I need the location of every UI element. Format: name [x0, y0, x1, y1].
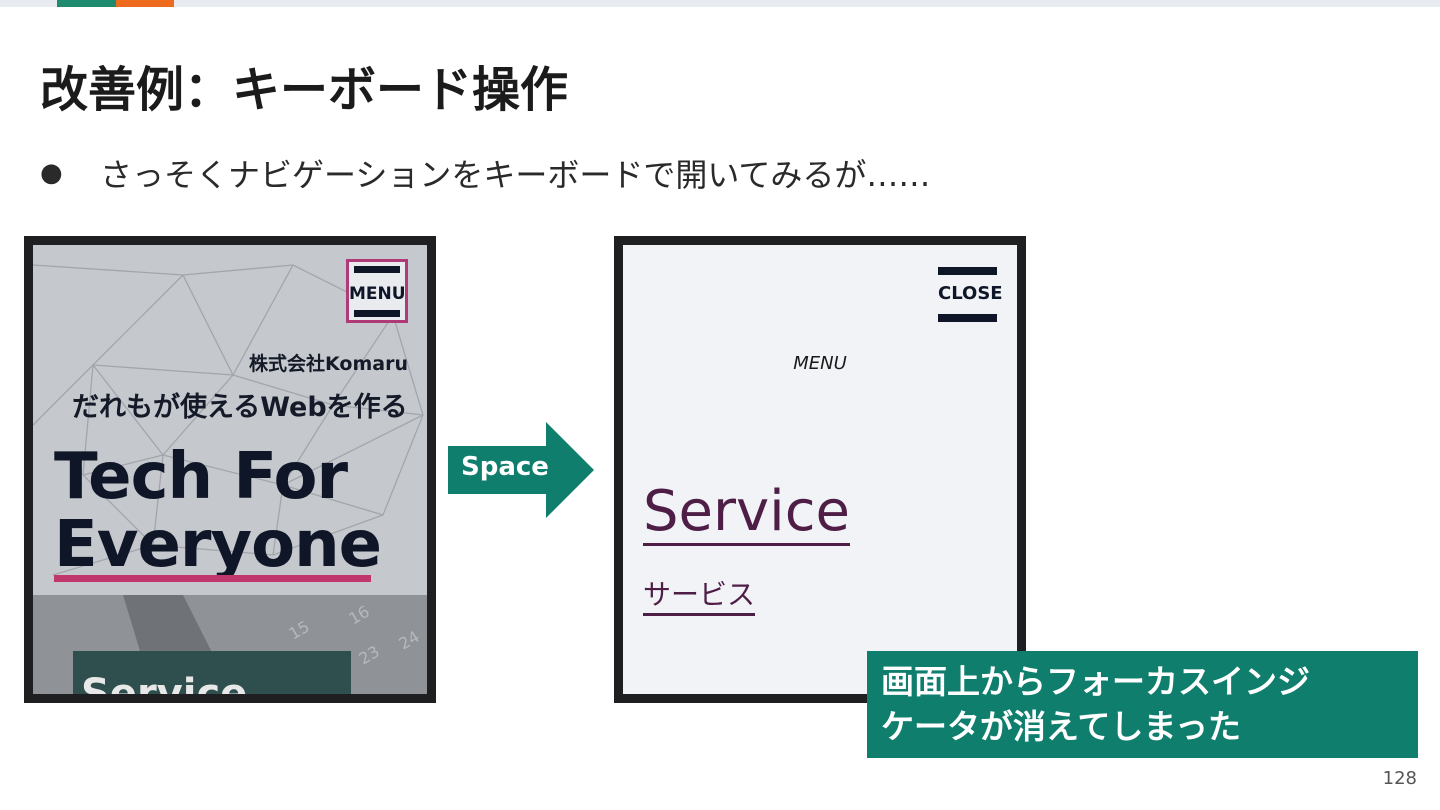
accent-segment-orange [116, 0, 174, 7]
page-number: 128 [1382, 768, 1417, 789]
close-button[interactable]: CLOSE [938, 267, 1003, 325]
geodesic-background-illustration [33, 264, 424, 576]
svg-text:16: 16 [346, 602, 373, 629]
hamburger-icon [354, 310, 400, 317]
hero-line-1: Tech For [54, 440, 348, 514]
hamburger-icon [354, 266, 400, 273]
accent-segment-green [57, 0, 116, 7]
callout-box: 画面上からフォーカスインジ ケータが消えてしまった [867, 651, 1418, 758]
menu-button[interactable]: MENU [346, 259, 408, 323]
callout-line-2: ケータが消えてしまった [881, 707, 1242, 746]
hero-line-2: Everyone [54, 508, 382, 582]
svg-text:15: 15 [286, 617, 313, 644]
svg-text:23: 23 [356, 642, 383, 669]
menu-caption: MENU [793, 353, 847, 374]
close-icon [938, 314, 997, 322]
callout-line-1: 画面上からフォーカスインジ [881, 662, 1310, 701]
svg-text:24: 24 [396, 627, 423, 654]
hero-underline [54, 575, 371, 582]
nav-link-service[interactable]: Service [643, 479, 850, 546]
service-card-title: Service [81, 671, 248, 703]
hero-heading: Tech For Everyone [54, 440, 382, 582]
bullet-point: ● さっそくナビゲーションをキーボードで開いてみるが…… [40, 150, 930, 196]
close-icon [938, 267, 997, 275]
close-button-label: CLOSE [938, 283, 1003, 304]
space-key-label: Space [461, 452, 549, 482]
tagline: だれもが使えるWebを作る [72, 392, 408, 423]
menu-button-label: MENU [349, 284, 406, 304]
bullet-text: さっそくナビゲーションをキーボードで開いてみるが…… [100, 156, 931, 194]
service-card[interactable]: Service [73, 651, 351, 703]
company-name: 株式会社Komaru [249, 353, 408, 375]
phone-screenshot-before: MENU 株式会社Komaru だれもが使えるWebを作る Tech For E… [24, 236, 436, 703]
bullet-marker: ● [40, 158, 63, 188]
phone-screenshot-after: CLOSE MENU Service サービス [614, 236, 1026, 703]
right-arrow-icon [448, 422, 594, 518]
nav-link-service-jp[interactable]: サービス [643, 577, 756, 616]
top-accent-bar [0, 0, 1440, 7]
slide-title: 改善例：キーボード操作 [40, 62, 569, 118]
